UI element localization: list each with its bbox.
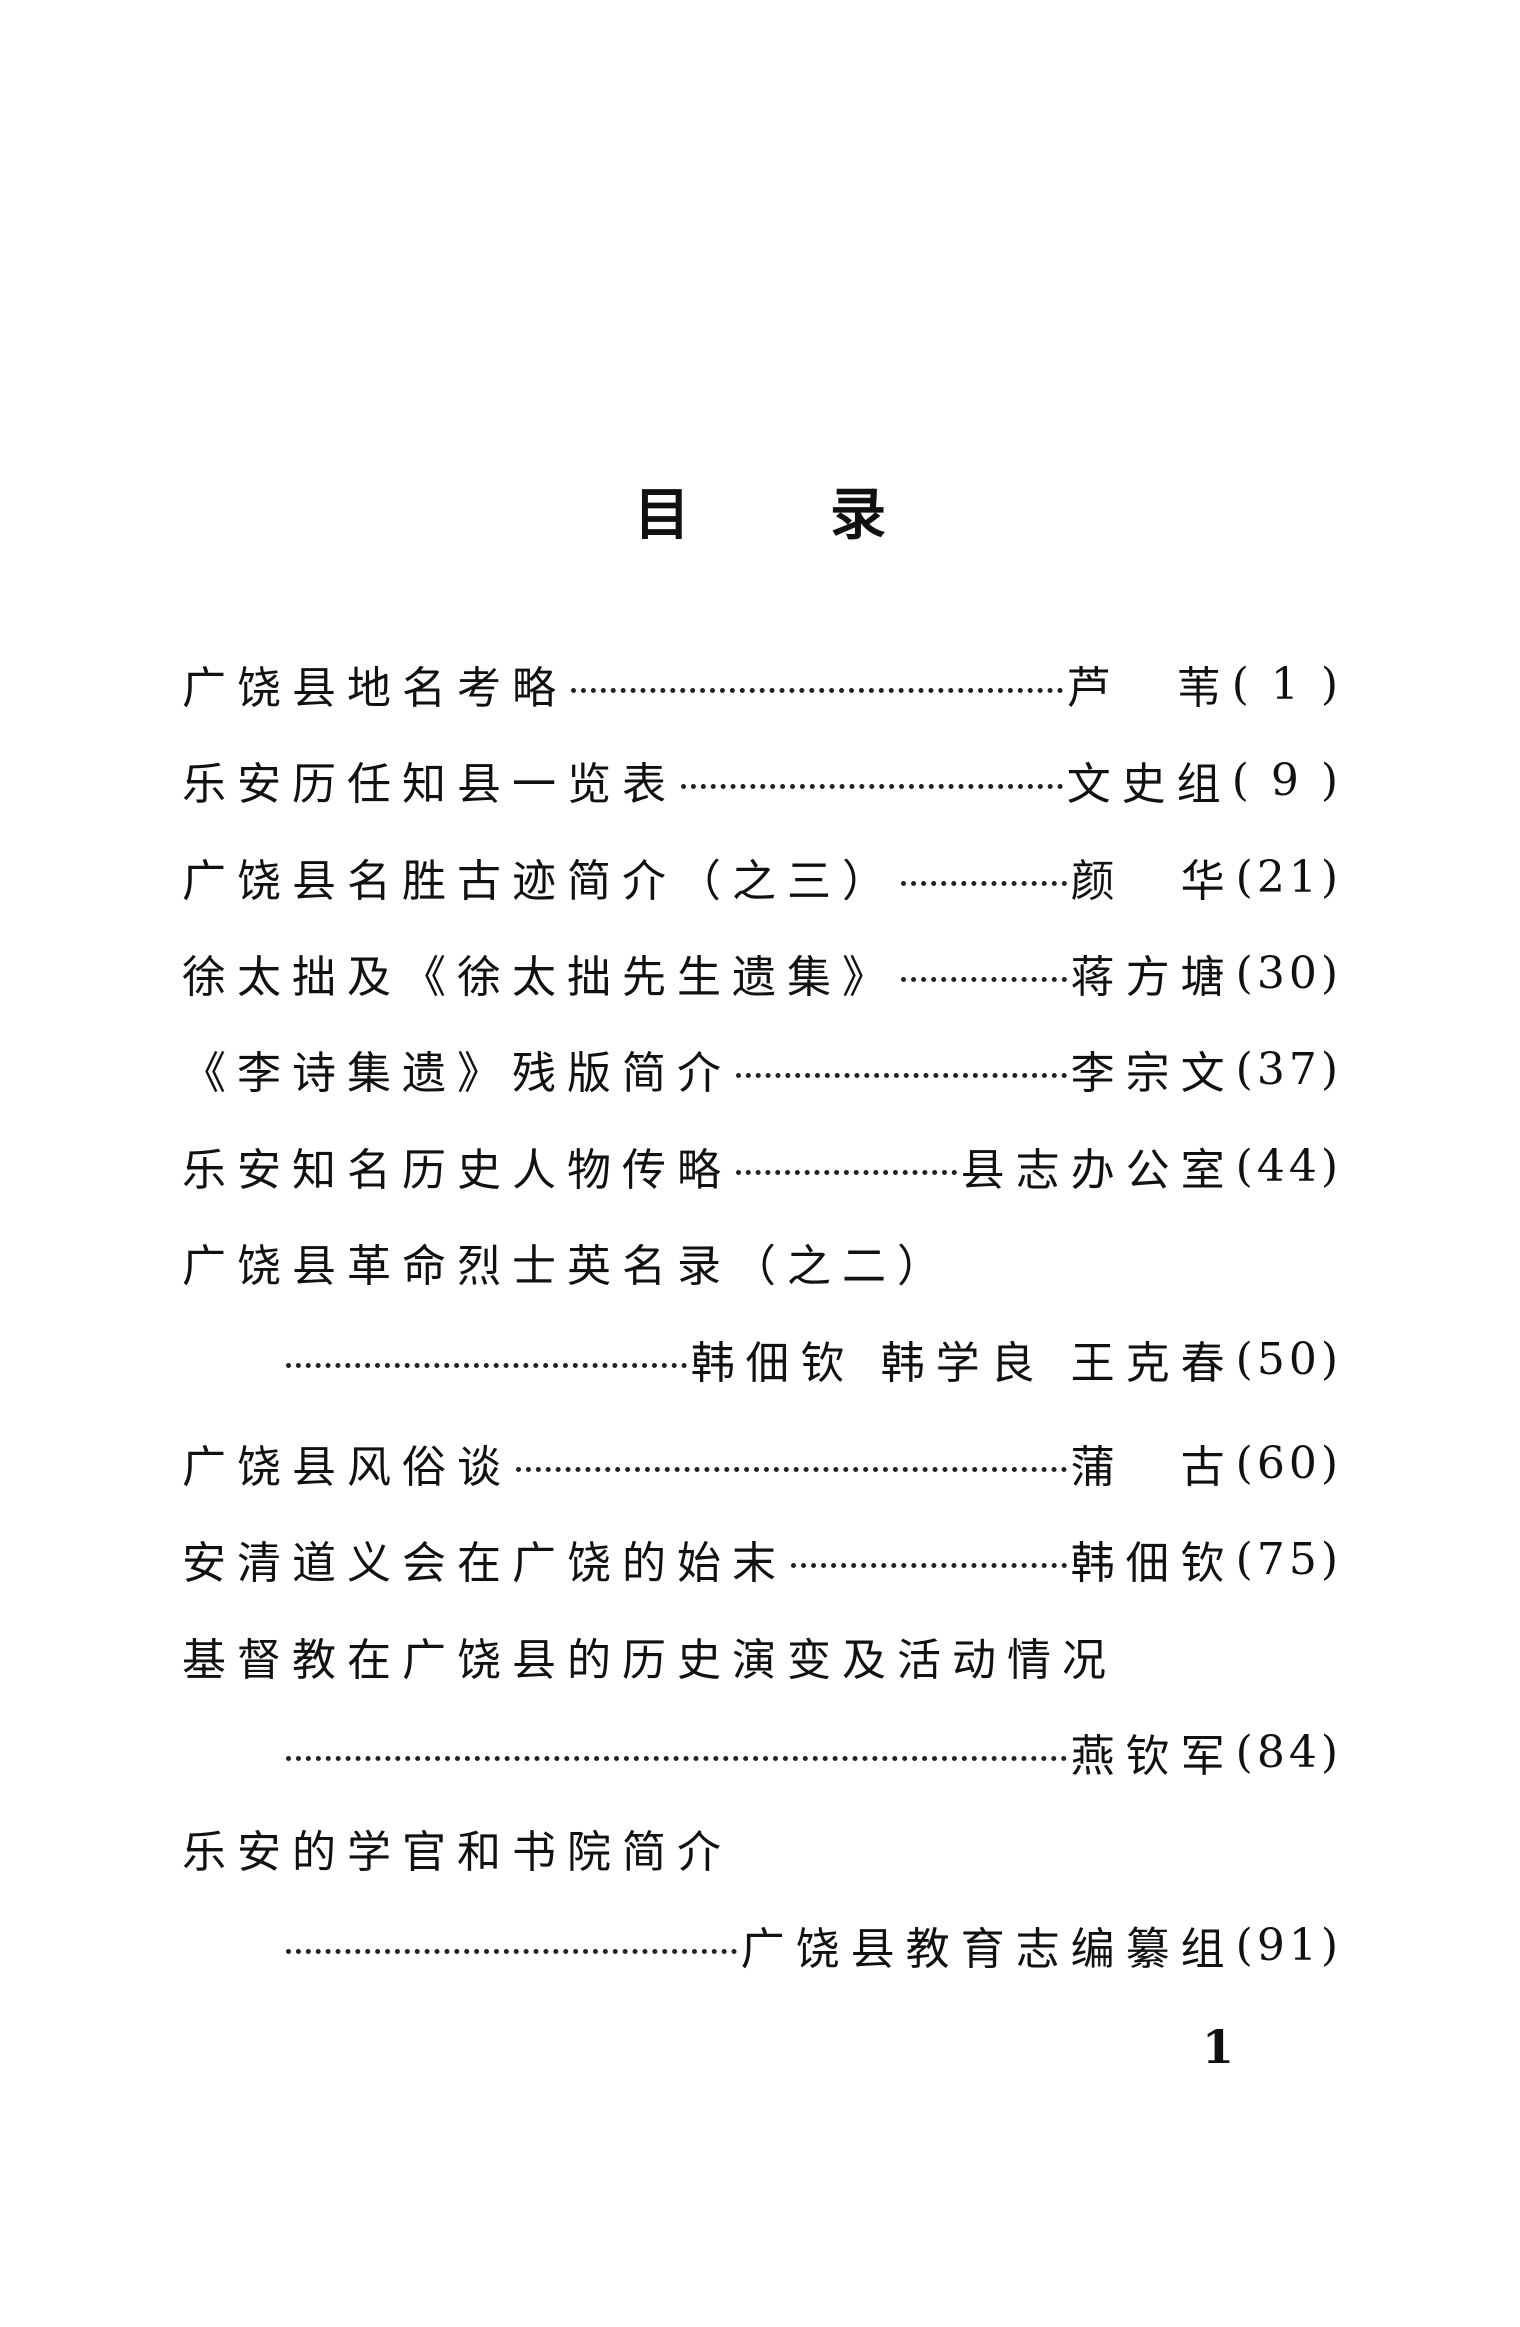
entry-page: ( 9 ) xyxy=(1231,754,1342,806)
entry-title: 广饶县地名考略 xyxy=(182,663,567,714)
toc-entry[interactable]: 乐安历任知县一览表 文史组( 9 ) xyxy=(182,748,1342,812)
entry-title: 徐太拙及《徐太拙先生遗集》 xyxy=(182,952,897,1003)
entry-page: (44) xyxy=(1235,1140,1342,1192)
leader-dots xyxy=(681,783,1063,789)
leader-dots xyxy=(901,880,1067,886)
page-number: 1 xyxy=(1202,2020,1235,2074)
entry-author: 县志办公室 xyxy=(960,1145,1236,1196)
title-char: 目 xyxy=(634,482,690,548)
entry-page: (60) xyxy=(1235,1437,1342,1489)
toc-entry[interactable]: 徐太拙及《徐太拙先生遗集》 蒋方塘(30) xyxy=(182,941,1342,1005)
leader-dots xyxy=(791,1562,1067,1568)
leader-dots xyxy=(286,1362,687,1368)
page-title: 目录 xyxy=(0,470,1520,551)
entry-title: 乐安的学官和书院简介 xyxy=(182,1827,732,1878)
toc-entry[interactable]: 广饶县革命烈士英名录（之二） xyxy=(182,1230,1342,1294)
entry-title: 《李诗集遗》残版简介 xyxy=(182,1048,732,1099)
toc-entry[interactable]: 《李诗集遗》残版简介 李宗文(37) xyxy=(182,1037,1342,1101)
toc-entry[interactable]: 乐安的学官和书院简介 xyxy=(182,1816,1342,1880)
entry-page: (75) xyxy=(1235,1533,1342,1585)
entry-page: (30) xyxy=(1235,947,1342,999)
entry-author: 蒋方塘 xyxy=(1070,952,1236,1003)
entry-page: (37) xyxy=(1235,1043,1342,1095)
title-char: 录 xyxy=(830,482,886,548)
entry-page: (84) xyxy=(1235,1726,1342,1778)
toc-entry[interactable]: 基督教在广饶县的历史演变及活动情况 xyxy=(182,1624,1342,1688)
entry-title: 广饶县名胜古迹简介（之三） xyxy=(182,856,897,907)
entry-author: 文史组 xyxy=(1066,759,1232,810)
leader-dots xyxy=(286,1755,1067,1761)
leader-dots xyxy=(571,687,1063,693)
entry-title: 安清道义会在广饶的始末 xyxy=(182,1538,787,1589)
leader-dots xyxy=(516,1466,1067,1472)
entry-title: 广饶县革命烈士英名录（之二） xyxy=(182,1241,952,1292)
leader-dots xyxy=(736,1072,1067,1078)
entry-author: 蒲 古 xyxy=(1070,1442,1236,1493)
entry-author: 颜 华 xyxy=(1070,856,1236,907)
leader-dots xyxy=(286,1948,737,1954)
entry-author: 燕钦军 xyxy=(1070,1731,1236,1782)
entry-page: (21) xyxy=(1235,851,1342,903)
entry-title: 基督教在广饶县的历史演变及活动情况 xyxy=(182,1635,1117,1686)
toc-entry[interactable]: 广饶县名胜古迹简介（之三） 颜 华(21) xyxy=(182,845,1342,909)
toc-entry[interactable]: 安清道义会在广饶的始末 韩佃钦(75) xyxy=(182,1527,1342,1591)
entry-author: 广饶县教育志编纂组 xyxy=(740,1924,1236,1975)
entry-author: 韩佃钦 韩学良 王克春 xyxy=(690,1338,1236,1389)
entry-title: 乐安历任知县一览表 xyxy=(182,759,677,810)
toc-entry-continuation[interactable]: 韩佃钦 韩学良 王克春(50) xyxy=(282,1327,1342,1391)
toc-entry[interactable]: 乐安知名历史人物传略 县志办公室(44) xyxy=(182,1134,1342,1198)
entry-page: (91) xyxy=(1235,1919,1342,1971)
entry-author: 李宗文 xyxy=(1070,1048,1236,1099)
leader-dots xyxy=(736,1169,957,1175)
toc-entry[interactable]: 广饶县风俗谈 蒲 古(60) xyxy=(182,1431,1342,1495)
entry-page: (50) xyxy=(1235,1333,1342,1385)
entry-title: 乐安知名历史人物传略 xyxy=(182,1145,732,1196)
toc-entry-continuation[interactable]: 燕钦军(84) xyxy=(282,1720,1342,1784)
toc-entry-continuation[interactable]: 广饶县教育志编纂组(91) xyxy=(282,1913,1342,1977)
entry-author: 芦 苇 xyxy=(1066,663,1232,714)
entry-title: 广饶县风俗谈 xyxy=(182,1442,512,1493)
entry-author: 韩佃钦 xyxy=(1070,1538,1236,1589)
leader-dots xyxy=(901,976,1067,982)
toc-entry[interactable]: 广饶县地名考略 芦 苇( 1 ) xyxy=(182,652,1342,716)
entry-page: ( 1 ) xyxy=(1231,658,1342,710)
